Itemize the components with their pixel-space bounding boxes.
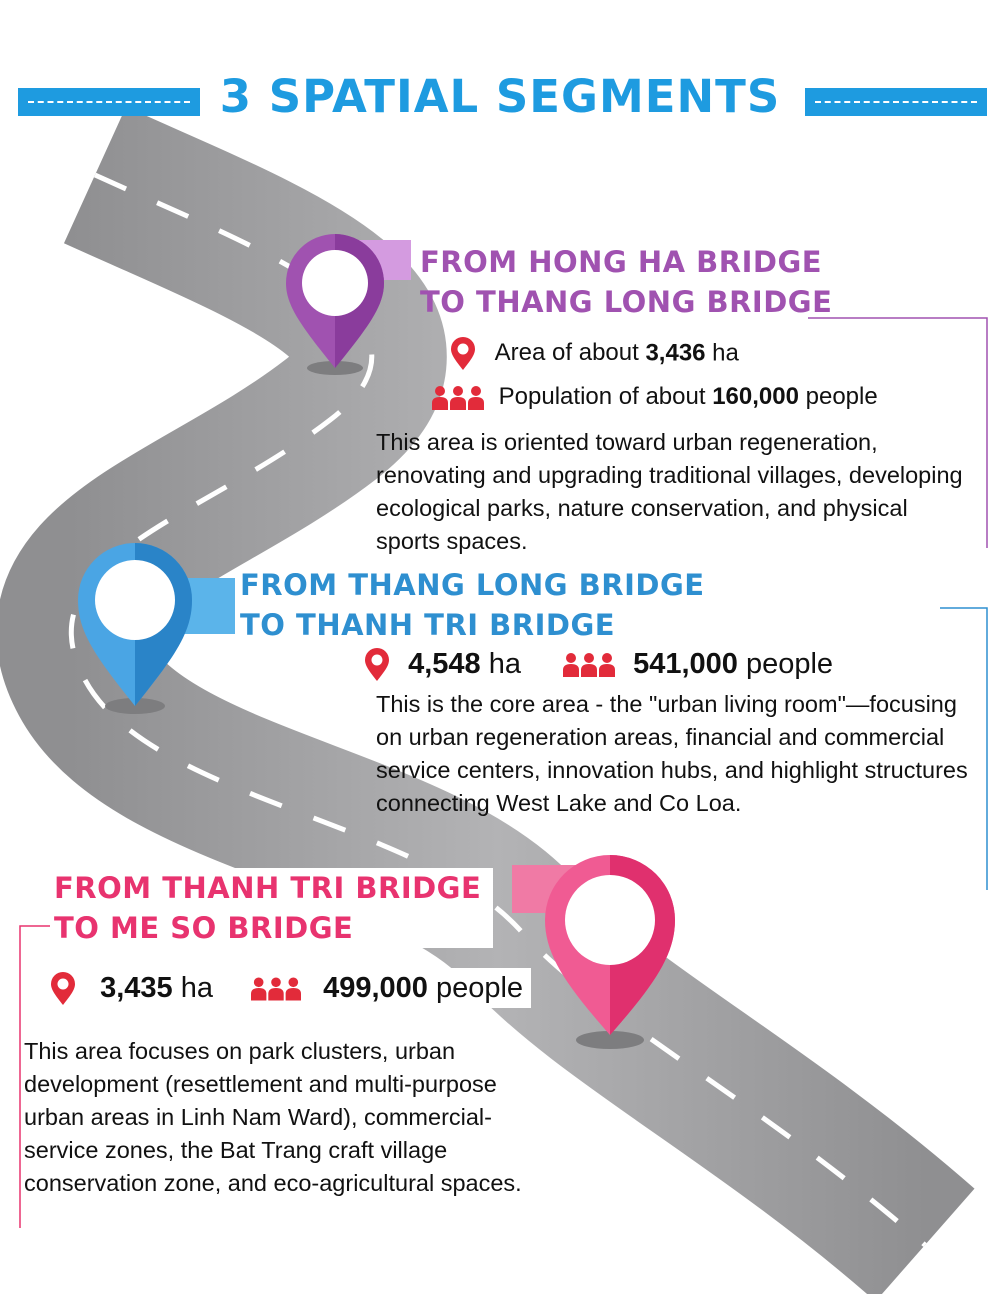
segment-2-heading-line2: TO THANH TRI BRIDGE [240,608,616,642]
segment-3-heading-line2: TO ME SO BRIDGE [54,911,354,945]
segment-2-heading: FROM THANG LONG BRIDGE TO THANH TRI BRID… [240,565,705,645]
segment-1-heading: FROM HONG HA BRIDGE TO THANG LONG BRIDGE [420,242,832,322]
title-left-bar [18,88,200,116]
segment-1-area-unit: ha [705,339,739,367]
segment-2-population-unit: people [737,648,834,680]
segment-1-area-value: 3,436 [645,339,706,367]
segment-3-stats: 3,435 ha 499,000 people [48,968,532,1009]
people-group-icon [251,977,302,1001]
segment-3-bracket [19,925,50,1228]
segment-1-population: Population of about 160,000 people [432,382,878,412]
segment-2-area-value: 4,548 [408,648,481,680]
segment-3-heading-line1: FROM THANH TRI BRIDGE [54,871,482,905]
people-group-icon [432,385,484,410]
segment-2-heading-line1: FROM THANG LONG BRIDGE [240,568,705,602]
segment-1-population-value: 160,000 [712,383,799,410]
segment-2-stats: 4,548 ha 541,000 people [362,646,833,682]
page-title: 3 SPATIAL SEGMENTS [219,70,781,123]
map-pin-2-icon [78,543,235,714]
segment-1-bracket [808,317,988,548]
segment-3-area-value: 3,435 [100,972,173,1004]
people-group-icon [563,653,616,678]
segment-2-area-unit: ha [480,648,521,680]
segment-1-heading-line1: FROM HONG HA BRIDGE [420,245,823,279]
segment-2-population-value: 541,000 [633,648,738,680]
map-pin-1-icon [286,234,411,375]
segment-1-population-prefix: Population of about [498,383,713,410]
segment-3-population-unit: people [427,972,524,1004]
location-pin-icon [51,972,75,1006]
segment-1-area: Area of about 3,436 ha [448,337,739,371]
segment-1-heading-line2: TO THANG LONG BRIDGE [420,285,833,319]
map-pin-3-icon [512,855,675,1049]
segment-2-bracket [940,607,988,890]
segment-2-description: This is the core area - the "urban livin… [376,691,968,816]
segment-1-population-unit: people [798,383,878,410]
title-right-bar [805,88,987,116]
segment-3-area-unit: ha [172,972,213,1004]
location-pin-icon [365,648,389,682]
location-pin-icon [451,337,475,370]
segment-1-description: This area is oriented toward urban regen… [376,429,963,554]
segment-3-heading: FROM THANH TRI BRIDGE TO ME SO BRIDGE [54,868,494,948]
segment-3-population-value: 499,000 [323,972,428,1004]
segment-3-description: This area focuses on park clusters, urba… [24,1038,522,1196]
segment-1-area-prefix: Area of about [494,339,646,367]
